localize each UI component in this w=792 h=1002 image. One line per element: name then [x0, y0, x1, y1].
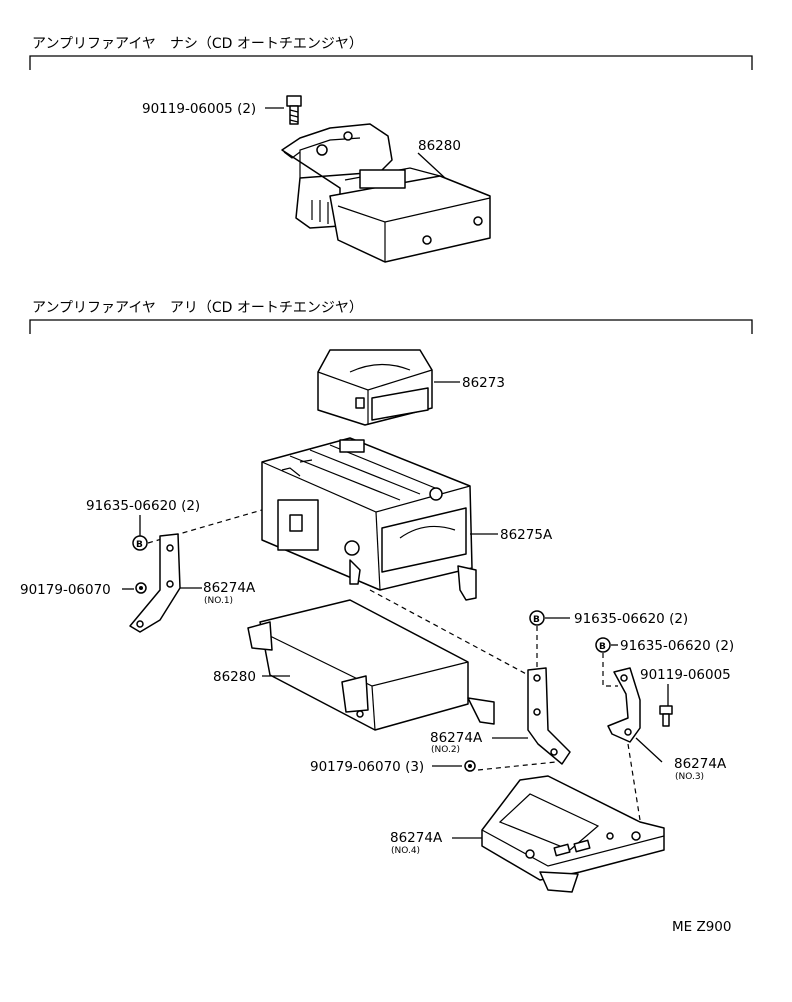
nut-icon-left	[135, 582, 147, 594]
part-label-91635-06620-right-1[interactable]: 91635-06620 (2)	[574, 611, 688, 627]
section-bracket-1	[29, 55, 753, 70]
bracket-86274A-no2[interactable]	[527, 667, 571, 765]
cd-magazine-86273[interactable]	[317, 349, 433, 426]
part-label-90119-06005-top[interactable]: 90119-06005 (2)	[142, 101, 256, 117]
leader-line	[417, 152, 446, 179]
part-label-86274A-no1[interactable]: 86274A	[203, 580, 256, 596]
part-label-86274A-no2[interactable]: 86274A	[430, 730, 483, 746]
part-sublabel-no1: (NO.1)	[204, 596, 233, 606]
part-label-86275A[interactable]: 86275A	[500, 527, 553, 543]
diagram-code: ME Z900	[672, 919, 731, 935]
part-label-91635-06620-right-2[interactable]: 91635-06620 (2)	[620, 638, 734, 654]
bolt-icon	[286, 95, 302, 125]
washer-b-icon-right-2: B	[595, 637, 611, 653]
dashed-alignment-line	[477, 761, 557, 771]
part-sublabel-no3: (NO.3)	[675, 772, 704, 782]
part-sublabel-no4: (NO.4)	[391, 846, 420, 856]
svg-text:B: B	[533, 615, 540, 625]
part-label-86274A-no4[interactable]: 86274A	[390, 830, 443, 846]
svg-text:B: B	[599, 642, 606, 652]
dashed-alignment-line	[369, 589, 531, 677]
section-bracket-2	[29, 319, 753, 334]
part-label-90179-06070-left[interactable]: 90179-06070	[20, 582, 111, 598]
nut-icon-center	[464, 760, 476, 772]
part-label-86280-top[interactable]: 86280	[418, 138, 461, 154]
dashed-alignment-line	[627, 743, 641, 821]
bolt-icon-right	[659, 705, 673, 727]
bracket-86274A-no1[interactable]	[129, 533, 181, 633]
part-label-86273[interactable]: 86273	[462, 375, 505, 391]
part-label-86280-bottom[interactable]: 86280	[213, 669, 256, 685]
cd-changer-86275A[interactable]	[261, 437, 477, 601]
dashed-alignment-line	[602, 653, 618, 687]
bracket-86274A-no3[interactable]	[607, 667, 641, 743]
section-title-without-amplifier: アンプリファアイヤ ナシ（CD オートチエンジヤ）	[32, 36, 363, 52]
part-label-91635-06620-left[interactable]: 91635-06620 (2)	[86, 498, 200, 514]
washer-b-icon-right-1: B	[529, 610, 545, 626]
amplifier-unit-86280-top[interactable]	[281, 123, 491, 263]
part-label-86274A-no3[interactable]: 86274A	[674, 756, 727, 772]
bracket-86274A-no4[interactable]	[481, 775, 665, 893]
leader-line	[635, 737, 663, 763]
part-label-90179-06070-center[interactable]: 90179-06070 (3)	[310, 759, 424, 775]
section-title-with-amplifier: アンプリファアイヤ アリ（CD オートチエンジヤ）	[32, 300, 363, 316]
part-label-90119-06005-right[interactable]: 90119-06005	[640, 667, 731, 683]
amplifier-unit-86280-bottom[interactable]	[247, 599, 495, 731]
washer-b-icon-left: B	[132, 535, 148, 551]
svg-text:B: B	[136, 540, 143, 550]
part-sublabel-no2: (NO.2)	[431, 745, 460, 755]
